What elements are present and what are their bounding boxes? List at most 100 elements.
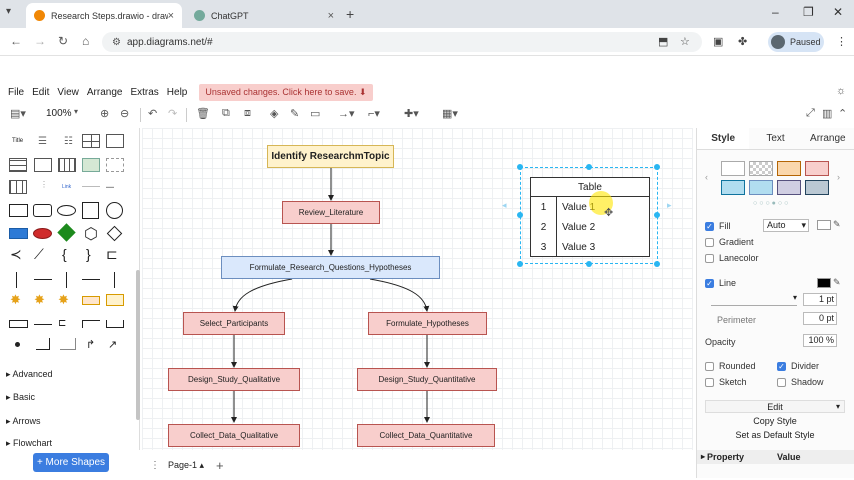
table-shape-icon[interactable] <box>82 134 100 148</box>
extension-icon[interactable]: ▣ <box>713 36 724 48</box>
perimeter-input[interactable]: 0 pt <box>803 312 837 325</box>
ellipse-shape-icon[interactable] <box>57 205 76 216</box>
gear-shape-icon[interactable]: ✸ <box>58 292 69 307</box>
opacity-input[interactable]: 100 % <box>803 334 837 347</box>
hover-arrow-left-icon[interactable]: ◂ <box>502 200 507 210</box>
sidebar-scrollbar[interactable] <box>136 270 140 420</box>
sidebar-toggle-icon[interactable]: ▤▾ <box>10 108 26 120</box>
list-shape-icon[interactable]: ☷ <box>64 136 73 147</box>
bookmark-star-icon[interactable]: ☆ <box>680 36 690 48</box>
style-swatch[interactable] <box>805 180 829 195</box>
tab-search-icon[interactable]: ▾ <box>6 6 12 17</box>
red-ellipse-icon[interactable] <box>33 228 52 239</box>
add-page-icon[interactable]: + <box>216 458 224 473</box>
edit-line-icon[interactable]: ✎ <box>833 277 841 287</box>
tab-text[interactable]: Text <box>766 133 785 144</box>
resize-handle[interactable] <box>517 164 523 170</box>
unsaved-changes-button[interactable]: Unsaved changes. Click here to save. ⬇ <box>199 83 373 101</box>
set-default-style-button[interactable]: Set as Default Style <box>735 429 815 440</box>
style-swatch[interactable] <box>721 161 745 176</box>
resize-handle[interactable] <box>586 164 592 170</box>
line-width-input[interactable]: 1 pt <box>803 293 837 306</box>
edit-style-button[interactable]: Edit▾ <box>705 400 845 413</box>
shadow-icon[interactable]: ▭ <box>310 108 321 120</box>
container-shape-icon[interactable] <box>106 320 124 328</box>
category-advanced[interactable]: ▸ Advanced <box>6 369 53 379</box>
line-color-swatch[interactable] <box>817 278 831 288</box>
menu-edit[interactable]: Edit <box>32 86 50 98</box>
redo-icon[interactable]: ↷ <box>168 108 178 120</box>
elbow-shape-icon[interactable] <box>36 338 50 350</box>
resize-handle[interactable] <box>517 212 523 218</box>
gear-shape-icon[interactable]: ✸ <box>34 292 45 307</box>
new-tab-icon[interactable]: + <box>346 6 355 22</box>
title-shape[interactable]: Title <box>12 138 24 144</box>
menu-file[interactable]: File <box>8 86 25 98</box>
delete-icon[interactable]: 🗑 <box>196 108 210 120</box>
reload-icon[interactable]: ↻ <box>58 34 69 48</box>
menu-arrange[interactable]: Arrange <box>86 86 123 98</box>
divider-shape-icon[interactable] <box>34 324 52 325</box>
menu-extras[interactable]: Extras <box>130 86 159 98</box>
cube-shape-icon[interactable]: ⬡ <box>84 226 98 243</box>
node-design-quantitative[interactable]: Design_Study_Quantitative <box>357 368 497 391</box>
style-swatch[interactable] <box>777 161 801 176</box>
edit-fill-icon[interactable]: ✎ <box>833 219 841 229</box>
style-swatch[interactable] <box>805 161 829 176</box>
resize-handle[interactable] <box>654 164 660 170</box>
undo-icon[interactable]: ↶ <box>148 108 158 120</box>
fill-color-swatch[interactable] <box>817 220 831 230</box>
close-tab-icon[interactable]: × <box>167 9 174 22</box>
category-arrows[interactable]: ▸ Arrows <box>6 416 41 426</box>
browser-menu-icon[interactable]: ⋮ <box>836 36 847 48</box>
node-collect-qualitative[interactable]: Collect_Data_Qualitative <box>168 424 300 447</box>
rounded-rectangle-icon[interactable] <box>33 204 52 217</box>
collapse-icon[interactable]: ⌃ <box>838 108 848 120</box>
site-info-icon[interactable]: ⚙ <box>112 36 121 48</box>
vertical-line-icon[interactable] <box>114 272 115 288</box>
zoom-out-icon[interactable]: ⊖ <box>120 108 130 120</box>
zoom-level[interactable]: 100% <box>46 108 72 119</box>
puzzle-icon[interactable]: ✤ <box>738 36 748 48</box>
green-table-icon[interactable] <box>82 158 100 172</box>
node-select-participants[interactable]: Select_Participants <box>183 312 285 335</box>
brace-shape-icon[interactable]: } <box>86 246 91 262</box>
square-shape-icon[interactable] <box>82 202 99 219</box>
tab-style[interactable]: Style <box>697 128 750 149</box>
minimize-icon[interactable]: – <box>772 5 779 19</box>
expand-icon[interactable]: ▸ <box>701 452 706 461</box>
list-shape-icon[interactable]: ⋮ <box>40 180 48 189</box>
close-tab-icon[interactable]: × <box>327 9 334 22</box>
sketch-checkbox[interactable]: Sketch <box>705 377 747 387</box>
bar-shape-icon[interactable] <box>9 320 28 328</box>
swatch-pager[interactable]: ○○○●○○ <box>753 200 791 207</box>
swatch-next-icon[interactable]: › <box>837 172 840 182</box>
category-flowchart[interactable]: ▸ Flowchart <box>6 438 53 448</box>
node-review-literature[interactable]: Review_Literature <box>282 201 380 224</box>
insert-icon[interactable]: ✚▾ <box>404 108 419 120</box>
pages-menu-icon[interactable]: ⋮ <box>150 460 160 471</box>
node-formulate-research-questions[interactable]: Formulate_Research_Questions_Hypotheses <box>221 256 440 279</box>
resize-handle[interactable] <box>654 261 660 267</box>
table-icon[interactable]: ▦▾ <box>442 108 458 120</box>
profile-button[interactable]: Paused <box>768 32 824 52</box>
card-shape-icon[interactable] <box>106 294 124 306</box>
home-icon[interactable]: ⌂ <box>82 34 90 48</box>
diamond-shape-icon[interactable] <box>106 225 123 242</box>
style-swatch[interactable] <box>777 180 801 195</box>
line-color-icon[interactable]: ✎ <box>290 108 300 120</box>
grid-shape-icon[interactable] <box>58 158 76 172</box>
table-row[interactable]: 3 Value 3 <box>531 237 649 257</box>
diagram-canvas[interactable]: Identify ResearchmTopic Review_Literatur… <box>142 128 693 450</box>
node-design-qualitative[interactable]: Design_Study_Qualitative <box>168 368 300 391</box>
style-swatch[interactable] <box>721 180 745 195</box>
line-shape-icon[interactable]: ⟋ <box>34 246 44 262</box>
bracket-shape-icon[interactable]: ⊏ <box>106 246 118 262</box>
curve-shape-icon[interactable]: ≺ <box>10 246 22 262</box>
table-row[interactable]: 1 Value 1 <box>531 197 649 217</box>
blue-rectangle-icon[interactable] <box>9 228 28 239</box>
elbow-shape-icon[interactable] <box>60 338 76 350</box>
fill-checkbox[interactable]: ✓Fill <box>705 221 731 231</box>
zoom-in-icon[interactable]: ⊕ <box>100 108 110 120</box>
tab-drawio[interactable]: Research Steps.drawio - draw.io × <box>26 3 182 28</box>
